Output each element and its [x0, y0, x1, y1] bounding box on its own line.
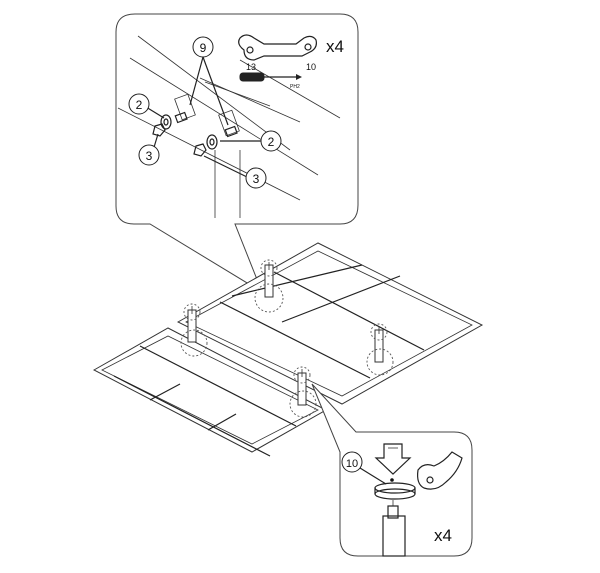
nut-left [152, 123, 166, 137]
highlight-leg2-top [183, 303, 201, 321]
bolt-right [224, 125, 238, 138]
part-3-right-label: 3 [253, 172, 260, 186]
nut-right [193, 143, 207, 157]
part-2-left-marker [128, 93, 150, 115]
part-10-glide [374, 478, 416, 500]
down-arrow-icon [374, 443, 412, 475]
wrench-size-left: 13 [246, 62, 256, 72]
part-9-label: 9 [200, 41, 207, 55]
leg-end [382, 500, 406, 557]
leg-4 [297, 369, 307, 406]
wrench-size-right: 10 [306, 62, 316, 72]
hand-icon [417, 451, 463, 490]
highlight-leg4-joint [289, 390, 317, 418]
highlight-leg1-joint [254, 283, 284, 313]
top-detail-callout: 9 2 3 2 3 13 10 PH2 x4 [115, 13, 359, 294]
screwdriver-icon [239, 72, 302, 82]
highlight-leg4-top [293, 366, 311, 384]
bottom-detail-callout: 10 x4 [311, 383, 473, 557]
part-3-left-label: 3 [146, 149, 153, 163]
highlight-leg3-top [370, 323, 388, 341]
part-2-right-marker [260, 130, 282, 152]
highlight-leg1-top [260, 259, 278, 277]
part-10-marker [341, 451, 363, 473]
highlight-leg3-joint [366, 348, 394, 376]
part-3-left-marker [138, 144, 160, 166]
beam-detail [117, 35, 341, 218]
frame-assembly [92, 242, 484, 457]
washer-left [160, 114, 172, 130]
leg-2 [187, 306, 197, 343]
part-9-marker [192, 36, 214, 58]
part-3-right-marker [245, 167, 267, 189]
washer-right [206, 134, 218, 150]
part-10-label: 10 [346, 458, 358, 470]
screwdriver-label: PH2 [290, 84, 300, 90]
top-quantity: x4 [326, 37, 344, 56]
bottom-quantity: x4 [434, 526, 452, 545]
highlight-leg2-joint [180, 329, 208, 357]
leg-1 [264, 262, 274, 298]
leg-3 [374, 326, 384, 363]
wrench-icon [238, 34, 317, 61]
bolt-left [174, 111, 188, 124]
part-2-left-label: 2 [136, 98, 143, 112]
part-2-right-label: 2 [268, 135, 275, 149]
